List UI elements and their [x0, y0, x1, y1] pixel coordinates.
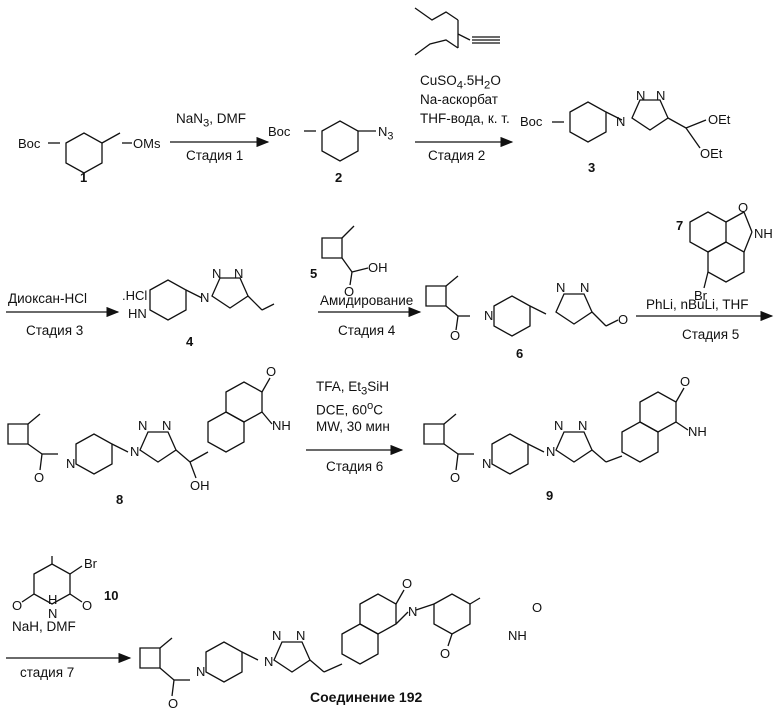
c192-n-imide-label: N	[408, 604, 417, 619]
compound-4-structure	[150, 278, 274, 320]
c4-n-label-a: N	[212, 266, 221, 281]
c9-n-label-ring: N	[546, 444, 555, 459]
step-6-stage: Стадия 6	[326, 458, 383, 475]
c6-n-label: N	[484, 308, 493, 323]
c8-o-lact-label: O	[266, 364, 276, 379]
step-6-tfa: TFA, Et	[316, 379, 361, 394]
c3-boc-label: Boc	[520, 114, 542, 129]
step-4-stage: Стадия 4	[338, 322, 395, 339]
c7-nh-label: NH	[754, 226, 773, 241]
step-7-reagents: NaH, DMF	[12, 618, 76, 635]
compound-5-number: 5	[310, 266, 317, 281]
step-5-stage: Стадия 5	[682, 326, 739, 343]
step-2-5h: .5H	[463, 73, 484, 88]
compound-1-structure	[48, 133, 132, 173]
c5-oh-label: OH	[368, 260, 388, 275]
c3-n-label: N	[616, 114, 625, 129]
c192-n-label: N	[196, 664, 205, 679]
compound-192-caption: Соединение 192	[310, 690, 422, 705]
step-6-line2: DCE, 60oC	[316, 398, 383, 419]
c7-o-label: O	[738, 200, 748, 215]
c10-o-label-2: O	[82, 598, 92, 613]
step-4-reagents: Амидирование	[320, 292, 413, 309]
c6-o-ald-label: O	[618, 312, 628, 327]
c9-n-label-b: N	[578, 418, 587, 433]
c8-n-label-b: N	[162, 418, 171, 433]
c2-n3-label: N3	[378, 124, 393, 145]
step-2-stage: Стадия 2	[428, 147, 485, 164]
compound-2-structure	[304, 121, 376, 161]
compound-3-number: 3	[588, 160, 595, 175]
c3-n-label-a: N	[636, 88, 645, 103]
step-6-c: C	[373, 403, 383, 418]
propargyl-acetal-reagent	[415, 8, 500, 55]
step-6-dce: DCE, 60	[316, 403, 367, 418]
step-2-o: O	[490, 73, 501, 88]
compound-9-number: 9	[546, 488, 553, 503]
step-6-line3: MW, 30 мин	[316, 418, 390, 435]
compound-8-number: 8	[116, 492, 123, 507]
c9-n-label-a: N	[554, 418, 563, 433]
c8-n-label: N	[66, 456, 75, 471]
step-1-reagent-main: NaN	[176, 111, 203, 126]
compound-1-number: 1	[80, 170, 87, 185]
step-1-reagents: NaN3, DMF	[176, 110, 246, 133]
c4-n-label-b: N	[234, 266, 243, 281]
c192-n-label-b: N	[296, 628, 305, 643]
step-1-stage: Стадия 1	[186, 147, 243, 164]
c1-oms-label: OMs	[133, 136, 160, 151]
compound-10-number: 10	[104, 588, 118, 603]
c10-br-label: Br	[84, 556, 97, 571]
c8-o-label: O	[34, 470, 44, 485]
c9-n-label: N	[482, 456, 491, 471]
compound-2-number: 2	[335, 170, 342, 185]
c192-o-label-1: O	[532, 600, 542, 615]
c192-nh-label: NH	[508, 628, 527, 643]
c6-o-label: O	[450, 328, 460, 343]
c2-n3-main: N	[378, 124, 387, 139]
step-2-line3: THF-вода, к. т.	[420, 110, 510, 127]
c3-n-label-b: N	[656, 88, 665, 103]
c2-n3-sub: 3	[387, 131, 393, 143]
step-6-sih: SiH	[367, 379, 389, 394]
step-2-line2: Na-аскорбат	[420, 91, 498, 108]
c6-n-label-b: N	[580, 280, 589, 295]
c2-boc-label: Boc	[268, 124, 290, 139]
c192-n-label-a: N	[272, 628, 281, 643]
compound-5-structure	[322, 226, 368, 285]
step-1-reagent-tail: , DMF	[209, 111, 246, 126]
c9-o-label: O	[450, 470, 460, 485]
c10-o-label-1: O	[12, 598, 22, 613]
c4-n-label: N	[200, 290, 209, 305]
c8-oh-label: OH	[190, 478, 210, 493]
compound-4-number: 4	[186, 334, 193, 349]
c9-o-lact-label: O	[680, 374, 690, 389]
step-2-cuso: CuSO	[420, 73, 457, 88]
c4-hcl-label: .HCl	[122, 288, 147, 303]
compound-7-number: 7	[676, 218, 683, 233]
c8-n-label-a: N	[138, 418, 147, 433]
compound-6-number: 6	[516, 346, 523, 361]
c192-o-label: O	[168, 696, 178, 711]
c8-nh-label: NH	[272, 418, 291, 433]
step-7-stage: стадия 7	[20, 664, 74, 681]
step-5-reagents: PhLi, nBuLi, THF	[646, 296, 749, 313]
c6-n-label-a: N	[556, 280, 565, 295]
c10-h-label: H	[48, 592, 57, 607]
c192-n-label-ring: N	[264, 654, 273, 669]
c192-o-lact-label: O	[402, 576, 412, 591]
step-3-stage: Стадия 3	[26, 322, 83, 339]
c3-oet-label-2: OEt	[700, 146, 722, 161]
step-3-reagents: Диоксан-HCl	[8, 290, 87, 307]
c4-hn-label: HN	[128, 306, 147, 321]
compound-192-structure	[140, 590, 480, 696]
compound-7-structure	[690, 212, 752, 288]
c3-oet-label-1: OEt	[708, 112, 730, 127]
c8-n-label-ring: N	[130, 444, 139, 459]
c1-boc-label: Boc	[18, 136, 40, 151]
compound-3-structure	[552, 100, 706, 148]
c9-nh-label: NH	[688, 424, 707, 439]
c192-o-label-2: O	[440, 646, 450, 661]
